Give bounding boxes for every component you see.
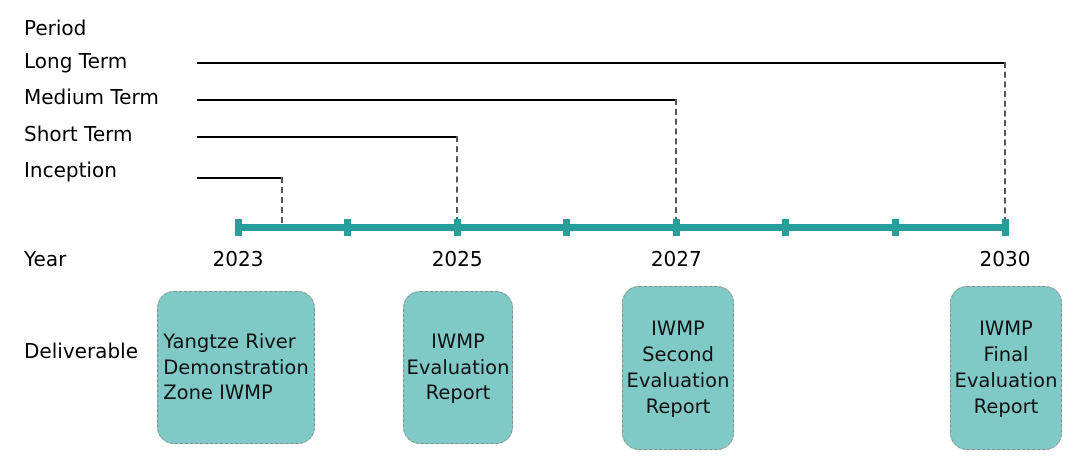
deliverable-label: IWMP Second Evaluation Report (626, 317, 730, 418)
period-drop-short-term (456, 136, 459, 223)
row-label-long-term: Long Term (24, 49, 128, 73)
timeline-year-label: 2025 (431, 247, 483, 271)
deliverable-box[interactable]: IWMP Final Evaluation Report (950, 286, 1062, 450)
period-drop-medium-term (675, 99, 678, 223)
row-label-short-term: Short Term (24, 122, 133, 146)
timeline-tick (782, 218, 790, 236)
timeline-tick (1001, 218, 1009, 236)
row-label-deliverable: Deliverable (24, 339, 138, 363)
deliverable-box[interactable]: IWMP Evaluation Report (403, 291, 513, 444)
period-drop-long-term (1004, 62, 1006, 223)
period-bar-medium-term (197, 99, 677, 101)
timeline-tick (891, 218, 899, 236)
period-drop-inception (280, 177, 283, 223)
timeline-year-label: 2023 (212, 247, 264, 271)
period-bar-inception (197, 177, 282, 179)
deliverable-label: Yangtze River Demonstration Zone IWMP (163, 329, 309, 405)
timeline-tick (234, 218, 242, 236)
row-label-medium-term: Medium Term (24, 85, 159, 109)
timeline-tick (563, 218, 571, 236)
timeline-tick (672, 218, 680, 236)
deliverable-box[interactable]: IWMP Second Evaluation Report (622, 286, 734, 450)
timeline-tick (344, 218, 352, 236)
period-bar-short-term (197, 136, 458, 138)
timeline-axis (238, 223, 1005, 231)
timeline-tick (453, 218, 461, 236)
timeline-year-label: 2030 (979, 247, 1031, 271)
deliverable-label: IWMP Final Evaluation Report (954, 317, 1058, 418)
timeline-year-label: 2027 (650, 247, 702, 271)
deliverable-box[interactable]: Yangtze River Demonstration Zone IWMP (157, 291, 315, 444)
row-label-period: Period (24, 16, 87, 40)
row-label-inception: Inception (24, 158, 117, 182)
deliverable-label: IWMP Evaluation Report (406, 329, 510, 405)
row-label-year: Year (24, 247, 67, 271)
period-bar-long-term (197, 62, 1005, 64)
